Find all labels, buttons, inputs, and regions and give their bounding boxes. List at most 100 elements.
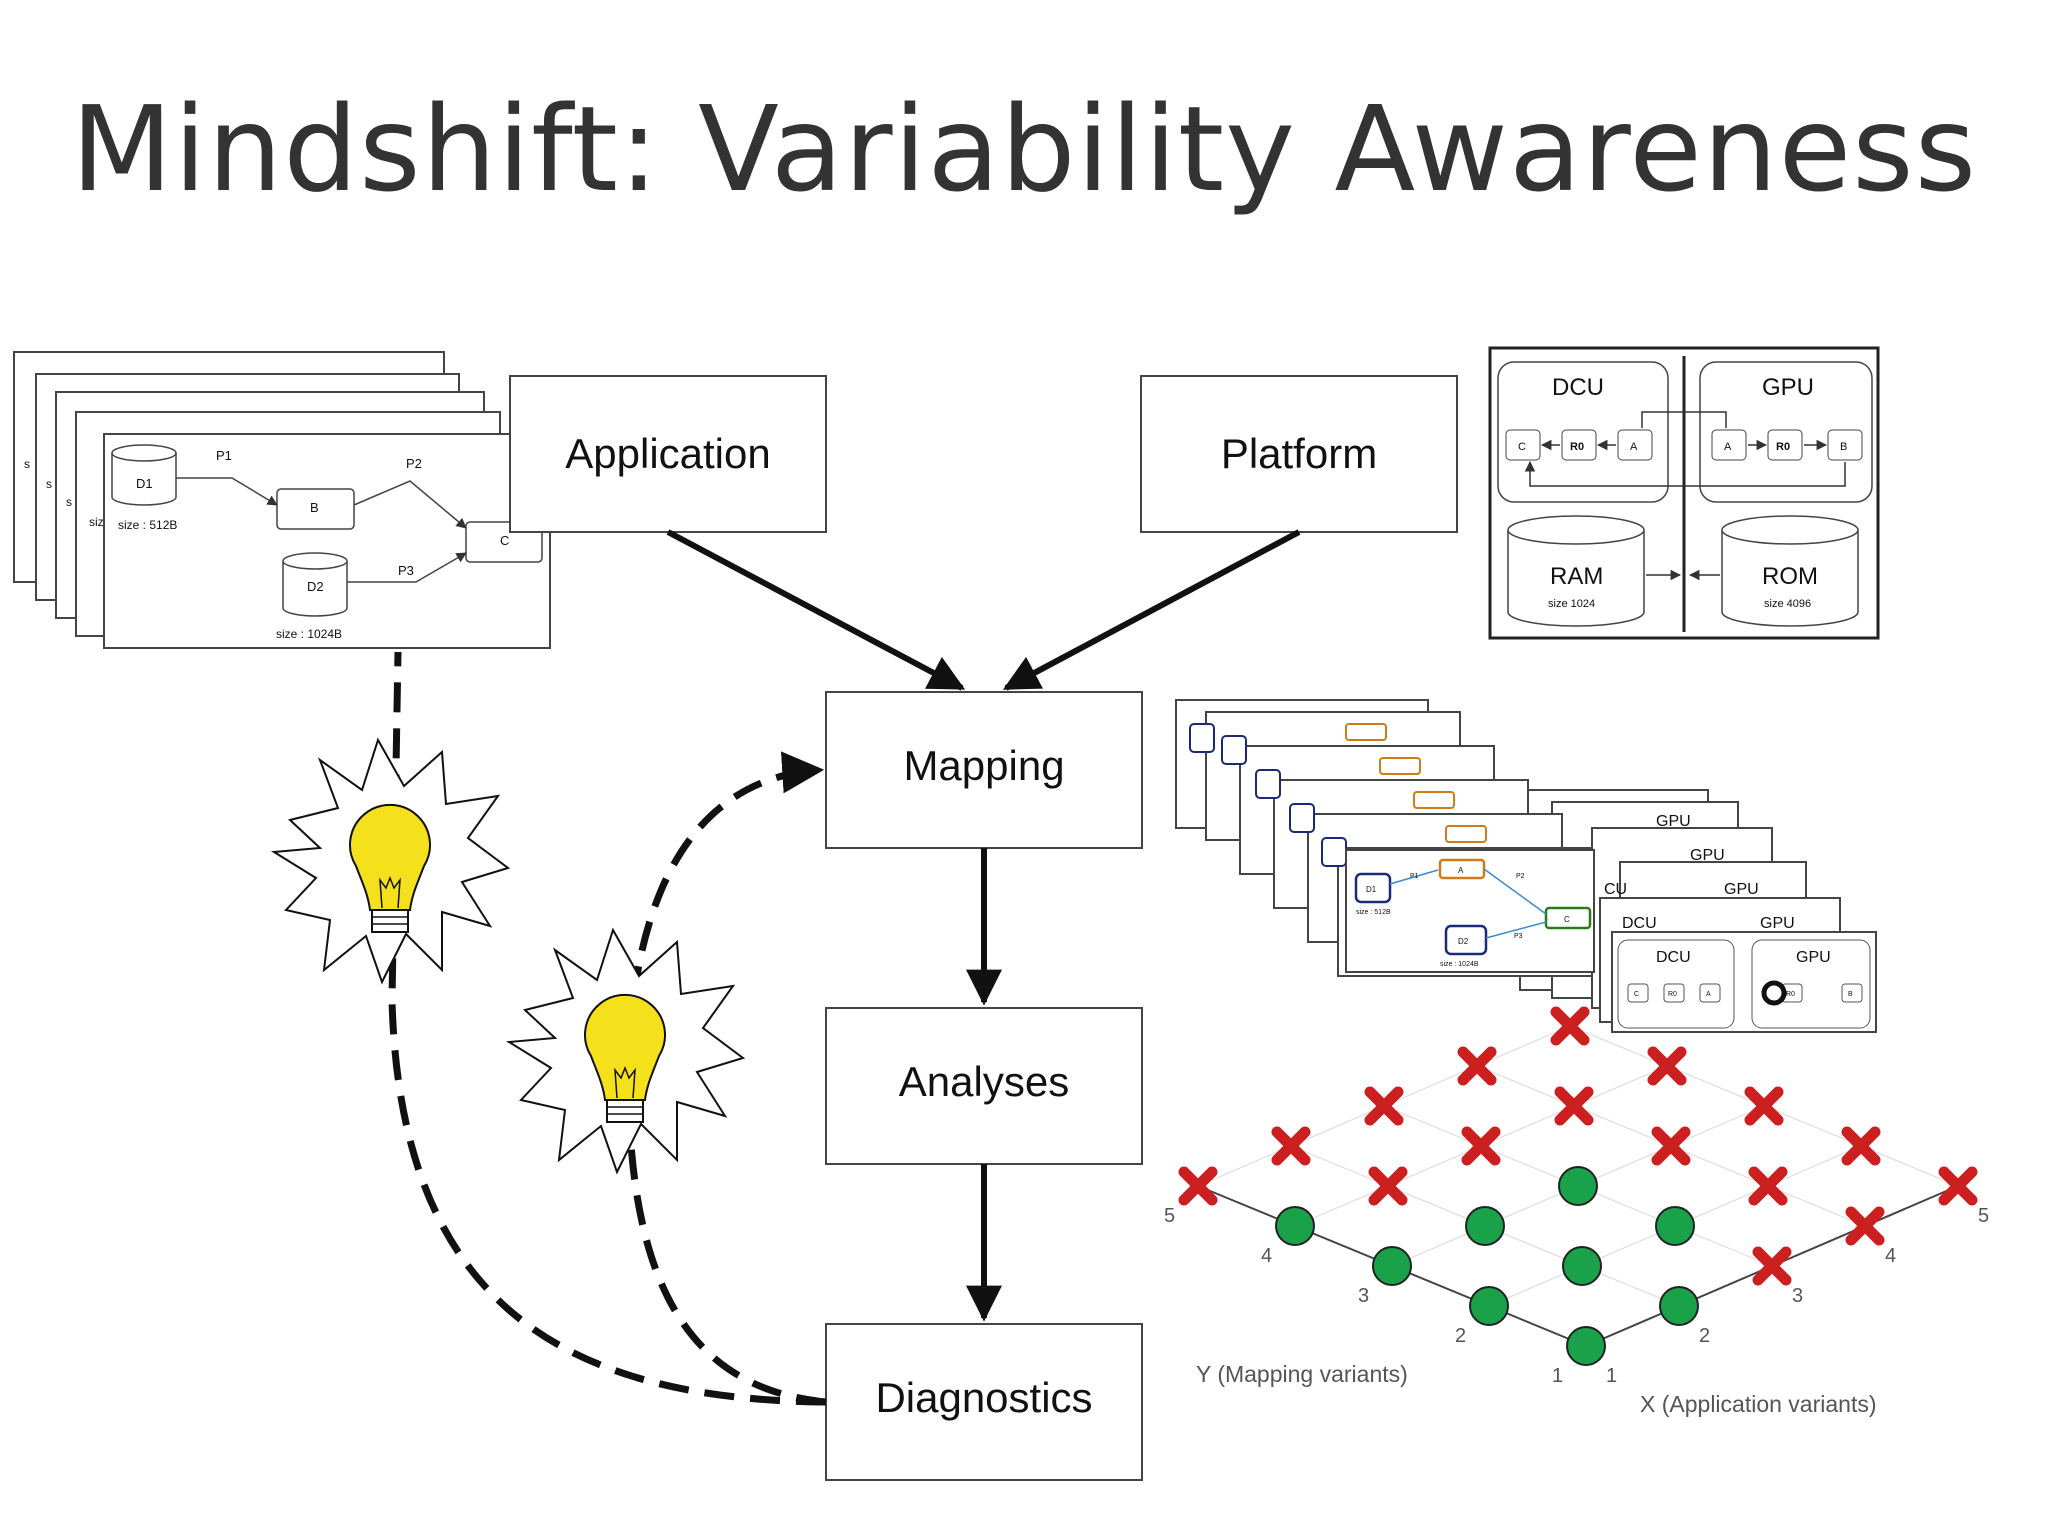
x-axis-label: X (Application variants)	[1640, 1391, 1877, 1417]
x-tick-label: 1	[1606, 1365, 1617, 1387]
front-node-c-label: C	[1564, 915, 1570, 924]
node-d1-blue	[1255, 769, 1281, 799]
gpu-label: GPU	[1762, 374, 1814, 401]
valid-variant-marker	[1566, 1326, 1606, 1366]
edge-p1	[176, 477, 278, 506]
gpu-node-b: B	[1840, 441, 1847, 453]
dcu-node-r0: R0	[1570, 441, 1584, 453]
y-tick-label: 3	[1358, 1285, 1369, 1307]
mini-nodes	[1627, 983, 1863, 1003]
mini-node-labels: C R0 A R0 B	[1634, 991, 1853, 998]
platform-label: Platform	[1221, 430, 1377, 477]
variant-grid: Y (Mapping variants) X (Application vari…	[1164, 1006, 1989, 1417]
valid-variant-marker	[1372, 1246, 1412, 1286]
node-a-orange	[1379, 757, 1421, 775]
invalid-variant-marker	[1178, 1166, 1218, 1206]
d1-cylinder	[111, 444, 177, 506]
gpu-nodes: A R0 B	[1711, 429, 1863, 461]
analyses-box	[825, 1007, 1143, 1165]
valid-variant-marker	[1659, 1286, 1699, 1326]
node-d1-label: D1	[136, 476, 153, 491]
edge-p1-label: P1	[216, 448, 232, 463]
rom-cylinder	[1721, 515, 1859, 627]
edge-p2-label: P2	[406, 456, 422, 471]
front-edge-p1	[1389, 869, 1439, 885]
invalid-variant-marker	[1271, 1126, 1311, 1166]
mini-dcu-r0: R0	[1668, 991, 1677, 998]
mapping-variants-stack: GPU GPU GPU CU DCU GPU DCU GPU C R0 A R0…	[1175, 699, 1877, 1033]
front-d1-size: size : 512B	[1356, 909, 1391, 916]
platform-to-mapping-arrow	[1002, 529, 1301, 691]
mini-gpu-r0: R0	[1786, 991, 1795, 998]
dcu-node-c: C	[1518, 441, 1526, 453]
y-tick-label: 4	[1261, 1245, 1272, 1267]
y-tick-label: 1	[1552, 1365, 1563, 1387]
d1-size-label: size : 512B	[118, 518, 177, 532]
invalid-variant-marker	[1841, 1126, 1881, 1166]
invalid-variant-marker	[1461, 1126, 1501, 1166]
stack-fragment: s	[24, 457, 30, 471]
d2-cylinder	[282, 552, 348, 617]
mini-dcu-c: C	[1634, 991, 1639, 998]
edge-p3	[347, 552, 467, 583]
front-node-a-label: A	[1458, 866, 1464, 875]
gpu-label: GPU	[1760, 915, 1795, 932]
invalid-variant-marker	[1938, 1166, 1978, 1206]
invalid-variant-marker	[1368, 1166, 1408, 1206]
x-tick-label: 2	[1699, 1325, 1710, 1347]
dcu-label: DCU	[1622, 915, 1657, 932]
invalid-variant-marker	[1744, 1086, 1784, 1126]
invalid-variant-marker	[1647, 1046, 1687, 1086]
diagnostics-label: Diagnostics	[875, 1374, 1092, 1421]
application-model-front: D1 size : 512B B C D2 size : 1024B P1 P2…	[103, 433, 551, 649]
front-node-d2-label: D2	[1458, 937, 1469, 946]
node-a-orange	[1413, 791, 1455, 809]
dcu-nodes: C R0 A	[1505, 429, 1653, 461]
flow-chart: Application Platform Mapping Analyses Di…	[509, 375, 1458, 1481]
y-axis-label: Y (Mapping variants)	[1196, 1361, 1408, 1387]
y-tick-label: 2	[1455, 1325, 1466, 1347]
front-edge-p1-label: P1	[1410, 873, 1419, 880]
invalid-variant-marker	[1845, 1206, 1885, 1246]
front-edge-p3-label: P3	[1514, 933, 1523, 940]
mapping-label: Mapping	[903, 742, 1064, 789]
edge-p2	[353, 480, 467, 529]
ram-cylinder	[1507, 515, 1645, 627]
valid-variant-marker	[1465, 1206, 1505, 1246]
node-d1-blue	[1289, 803, 1315, 833]
diagnostics-to-application-feedback	[388, 651, 827, 1406]
slide-title: Mindshift: Variability Awareness	[70, 80, 1978, 218]
dcu-label: DCU	[1552, 374, 1604, 401]
stack-fragment: siz	[89, 515, 104, 529]
valid-variant-marker	[1558, 1166, 1598, 1206]
invalid-variant-marker	[1457, 1046, 1497, 1086]
y-tick-label: 5	[1164, 1205, 1175, 1227]
x-tick-label: 3	[1792, 1285, 1803, 1307]
x-tick-label: 4	[1885, 1245, 1896, 1267]
platform-box	[1140, 375, 1458, 533]
invalid-variant-marker	[1364, 1086, 1404, 1126]
mapping-box	[825, 691, 1143, 849]
node-b-label: B	[310, 500, 319, 515]
stack-fragment: s	[66, 495, 72, 509]
lightbulb-icon	[270, 737, 511, 985]
front-node-c	[1544, 906, 1592, 930]
gpu-label: GPU	[1656, 813, 1691, 830]
cu-fragment: CU	[1604, 881, 1627, 898]
gpu-node-r0: R0	[1776, 441, 1790, 453]
node-d2-label: D2	[307, 579, 324, 594]
node-d1-blue	[1189, 723, 1215, 753]
front-edge-p2	[1483, 868, 1547, 915]
analyses-label: Analyses	[899, 1058, 1069, 1105]
lightbulb-icon	[505, 927, 746, 1175]
edge-p3-label: P3	[398, 563, 414, 578]
node-c-label: C	[500, 533, 509, 548]
stack-fragment: s	[46, 477, 52, 491]
invalid-variant-marker	[1550, 1006, 1590, 1046]
invalid-variant-marker	[1752, 1246, 1792, 1286]
valid-variant-marker	[1655, 1206, 1695, 1246]
valid-variant-marker	[1469, 1286, 1509, 1326]
platform-links	[1524, 411, 1846, 487]
gpu-label: GPU	[1796, 949, 1831, 966]
